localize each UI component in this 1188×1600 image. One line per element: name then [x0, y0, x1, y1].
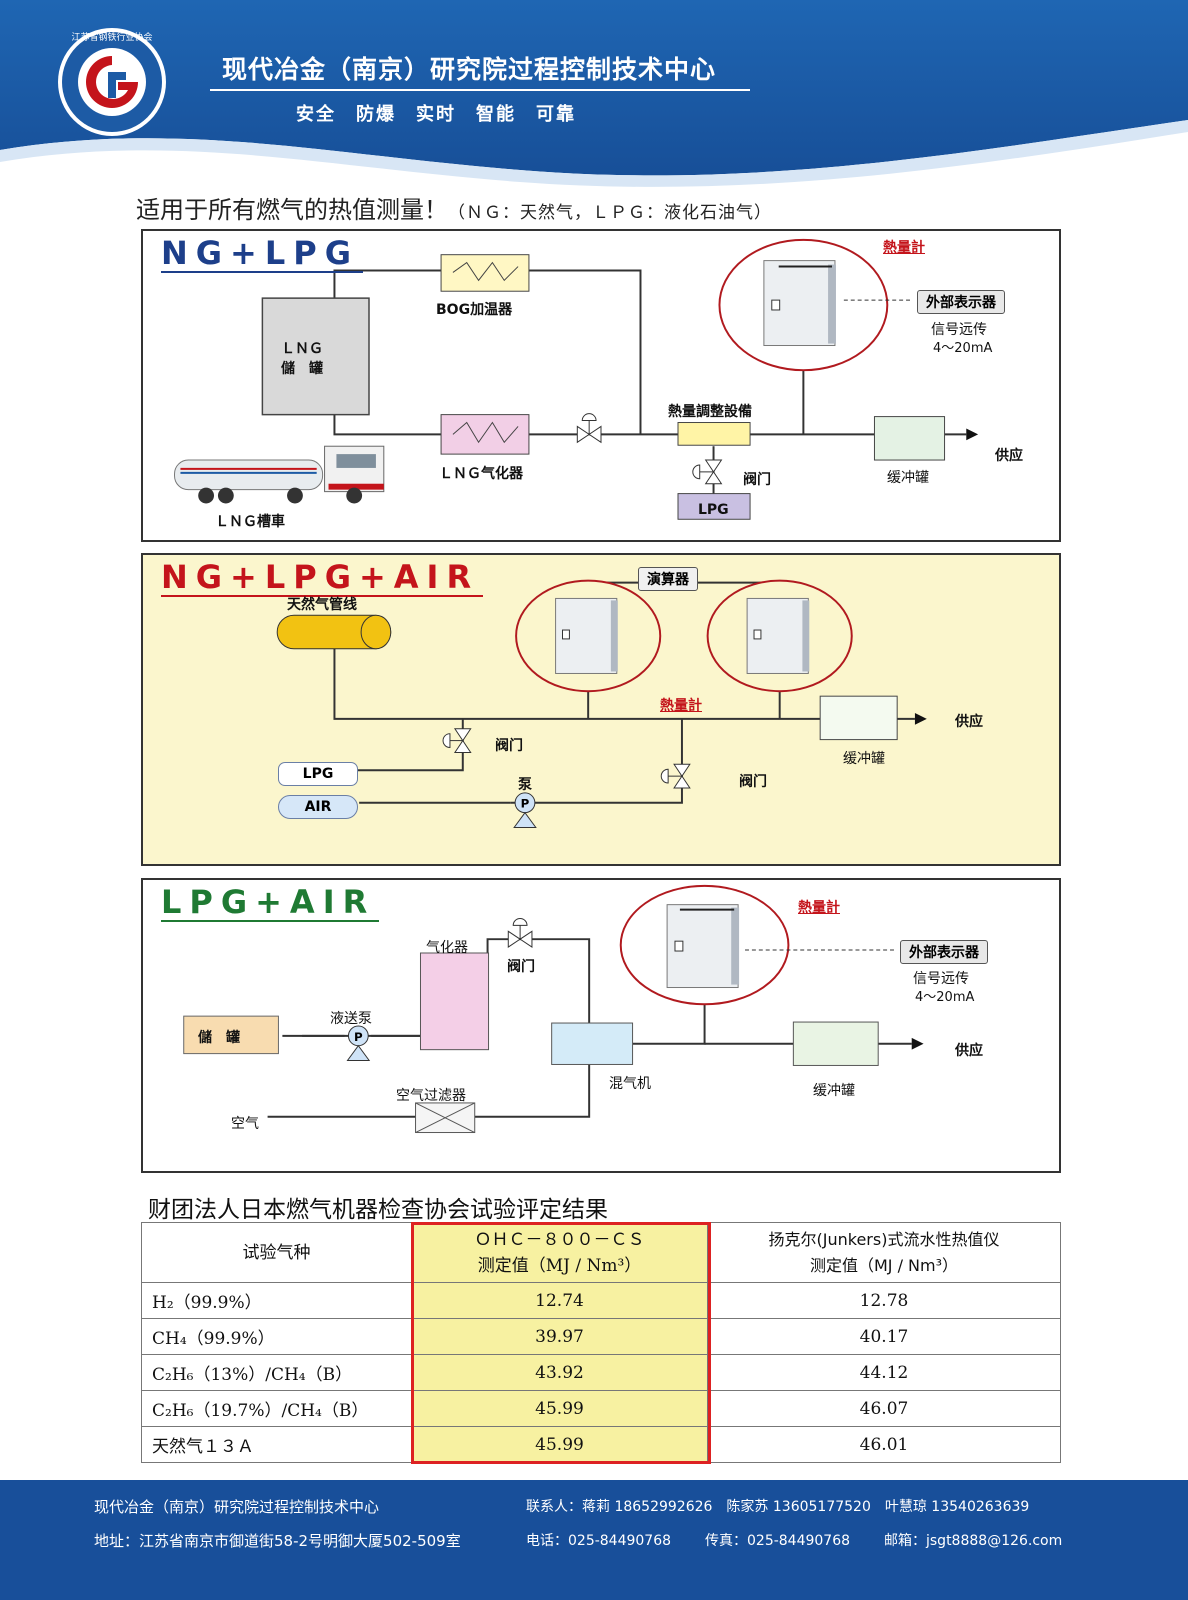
- table-row: C₂H₆（13%）/CH₄（B） 43.92 44.12: [141, 1354, 1061, 1391]
- gas-type-cell: CH₄（99.9%）: [141, 1318, 412, 1355]
- signal-line1: 信号远传: [913, 971, 969, 987]
- org-title: 现代冶金（南京）研究院过程控制技术中心: [222, 55, 717, 84]
- title-underline: [210, 89, 750, 91]
- signal-line1: 信号远传: [931, 322, 987, 338]
- header-banner: 江苏省钢铁行业协会 现代冶金（南京）研究院过程控制技术中心 安全 防爆 实时 智…: [0, 0, 1188, 190]
- signal-line2: 4～20mA: [933, 341, 993, 356]
- ohc-value-cell: 43.92: [411, 1354, 708, 1391]
- lng-truck-label: ＬＮＧ槽車: [215, 514, 285, 530]
- lng-vaporizer-label: ＬＮＧ气化器: [439, 466, 523, 482]
- footer-email: 邮箱：jsgt8888@126.com: [884, 1533, 1063, 1549]
- pump-label: 泵: [518, 777, 532, 793]
- panel2-title: NG+LPG+AIR: [161, 559, 484, 597]
- mixer-label: 混气机: [609, 1076, 651, 1092]
- slogan: 安全 防爆 实时 智能 可靠: [296, 104, 576, 125]
- results-caption: 财团法人日本燃气机器检查协会试验评定结果: [148, 1197, 608, 1223]
- storage-tank-label: 儲 罐: [198, 1030, 240, 1046]
- ohc-value-cell: 39.97: [411, 1318, 708, 1355]
- header-gas-type: 试验气种: [141, 1222, 412, 1283]
- pipeline-label: 天然气管线: [287, 597, 357, 613]
- panel-lpg-air: P LPG+AIR 熱量計 外部表示器 信号远传 4～20mA 气化器 阀门 儲…: [141, 878, 1061, 1173]
- panel3-title: LPG+AIR: [161, 884, 380, 922]
- external-display-label: 外部表示器: [900, 940, 988, 964]
- footer-phone: 电话：025-84490768: [526, 1533, 672, 1549]
- valve-label: 阀门: [507, 959, 535, 975]
- signal-line2: 4～20mA: [915, 990, 975, 1005]
- table-row: CH₄（99.9%） 39.97 40.17: [141, 1318, 1061, 1355]
- supply-label: 供应: [955, 1043, 983, 1059]
- adjust-equipment-label: 熱量調整設備: [668, 404, 752, 420]
- headline-note: （ＮＧ：天然气，ＬＰＧ：液化石油气）: [448, 203, 772, 223]
- calculator-label: 演算器: [638, 567, 698, 591]
- buffer-tank-label: 缓冲罐: [887, 470, 929, 486]
- results-table: 试验气种 ＯＨＣ－８００－ＣＳ 测定值（MJ / Nm³） 扬克尔(Junker…: [141, 1222, 1061, 1463]
- panel1-diagram: [174, 238, 979, 520]
- headline: 适用于所有燃气的热值测量！（ＮＧ：天然气，ＬＰＧ：液化石油气）: [136, 190, 772, 225]
- svg-text:江苏省钢铁行业协会: 江苏省钢铁行业协会: [71, 31, 152, 43]
- gas-type-cell: H₂（99.9%）: [141, 1282, 412, 1319]
- header-ohc: ＯＨＣ－８００－ＣＳ 测定值（MJ / Nm³）: [411, 1222, 708, 1283]
- meter-label: 熱量計: [798, 900, 840, 916]
- association-logo: 江苏省钢铁行业协会: [56, 26, 168, 138]
- valve-a-label: 阀门: [495, 738, 523, 754]
- lpg-label: LPG: [278, 762, 358, 786]
- air-filter-label: 空气过滤器: [396, 1088, 466, 1104]
- meter-label: 熱量計: [883, 240, 925, 256]
- panel2-diagram: P: [276, 579, 927, 828]
- junkers-value-cell: 40.17: [707, 1318, 1061, 1355]
- meter-label: 熱量計: [660, 698, 702, 714]
- bog-heater-label: BOG加温器: [436, 302, 513, 318]
- junkers-value-cell: 44.12: [707, 1354, 1061, 1391]
- panel-ng-lpg: NG+LPG 熱量計 BOG加温器 ＬＮＧ 儲 罐 ＬＮＧ气化器 ＬＮＧ槽車 熱…: [141, 229, 1061, 542]
- ohc-value-cell: 12.74: [411, 1282, 708, 1319]
- footer-contacts: 联系人：蒋莉 18652992626 陈家苏 13605177520 叶慧琼 1…: [526, 1499, 1030, 1515]
- footer-org: 现代冶金（南京）研究院过程控制技术中心: [94, 1498, 380, 1516]
- supply-label: 供应: [955, 714, 983, 730]
- footer: 现代冶金（南京）研究院过程控制技术中心 联系人：蒋莉 18652992626 陈…: [0, 1480, 1188, 1600]
- feed-pump-label: 液送泵: [330, 1011, 372, 1027]
- table-row: H₂（99.9%） 12.74 12.78: [141, 1282, 1061, 1319]
- junkers-value-cell: 12.78: [707, 1282, 1061, 1319]
- panel-ng-lpg-air: P NG+LPG+AIR 演算器 天然气管线 熱量計 阀门 阀门 LPG AIR…: [141, 553, 1061, 866]
- air-label: AIR: [278, 795, 358, 819]
- buffer-tank-label: 缓冲罐: [813, 1083, 855, 1099]
- air-label: 空气: [231, 1116, 259, 1132]
- headline-main: 适用于所有燃气的热值测量！: [136, 196, 448, 224]
- lng-tank-label: ＬＮＧ 儲 罐: [281, 341, 323, 377]
- lpg-label: LPG: [698, 502, 729, 518]
- svg-text:P: P: [354, 1030, 363, 1044]
- junkers-value-cell: 46.01: [707, 1426, 1061, 1463]
- buffer-tank-label: 缓冲罐: [843, 751, 885, 767]
- panel3-diagram: P: [183, 884, 924, 1134]
- gas-type-cell: C₂H₆（19.7%）/CH₄（B）: [141, 1390, 412, 1427]
- external-display-label: 外部表示器: [917, 290, 1005, 314]
- gas-type-cell: C₂H₆（13%）/CH₄（B）: [141, 1354, 412, 1391]
- valve-b-label: 阀门: [739, 774, 767, 790]
- ohc-value-cell: 45.99: [411, 1390, 708, 1427]
- ohc-value-cell: 45.99: [411, 1426, 708, 1463]
- panel1-title: NG+LPG: [161, 235, 363, 273]
- banner-wave: [0, 0, 1188, 187]
- footer-address: 地址：江苏省南京市御道街58-2号明御大厦502-509室: [94, 1532, 461, 1550]
- table-row: C₂H₆（19.7%）/CH₄（B） 45.99 46.07: [141, 1390, 1061, 1427]
- junkers-value-cell: 46.07: [707, 1390, 1061, 1427]
- table-row: 天然气１３Ａ 45.99 46.01: [141, 1426, 1061, 1463]
- gas-type-cell: 天然气１３Ａ: [141, 1426, 412, 1463]
- supply-label: 供应: [995, 448, 1023, 464]
- vaporizer-label: 气化器: [426, 940, 468, 956]
- valve-label: 阀门: [743, 472, 771, 488]
- svg-text:P: P: [521, 797, 530, 811]
- header-junkers: 扬克尔(Junkers)式流水性热值仪 测定值（MJ / Nm³）: [707, 1222, 1061, 1283]
- table-header-row: 试验气种 ＯＨＣ－８００－ＣＳ 测定值（MJ / Nm³） 扬克尔(Junker…: [141, 1222, 1061, 1283]
- tanker-truck: [174, 445, 385, 504]
- footer-fax: 传真：025-84490768: [705, 1533, 851, 1549]
